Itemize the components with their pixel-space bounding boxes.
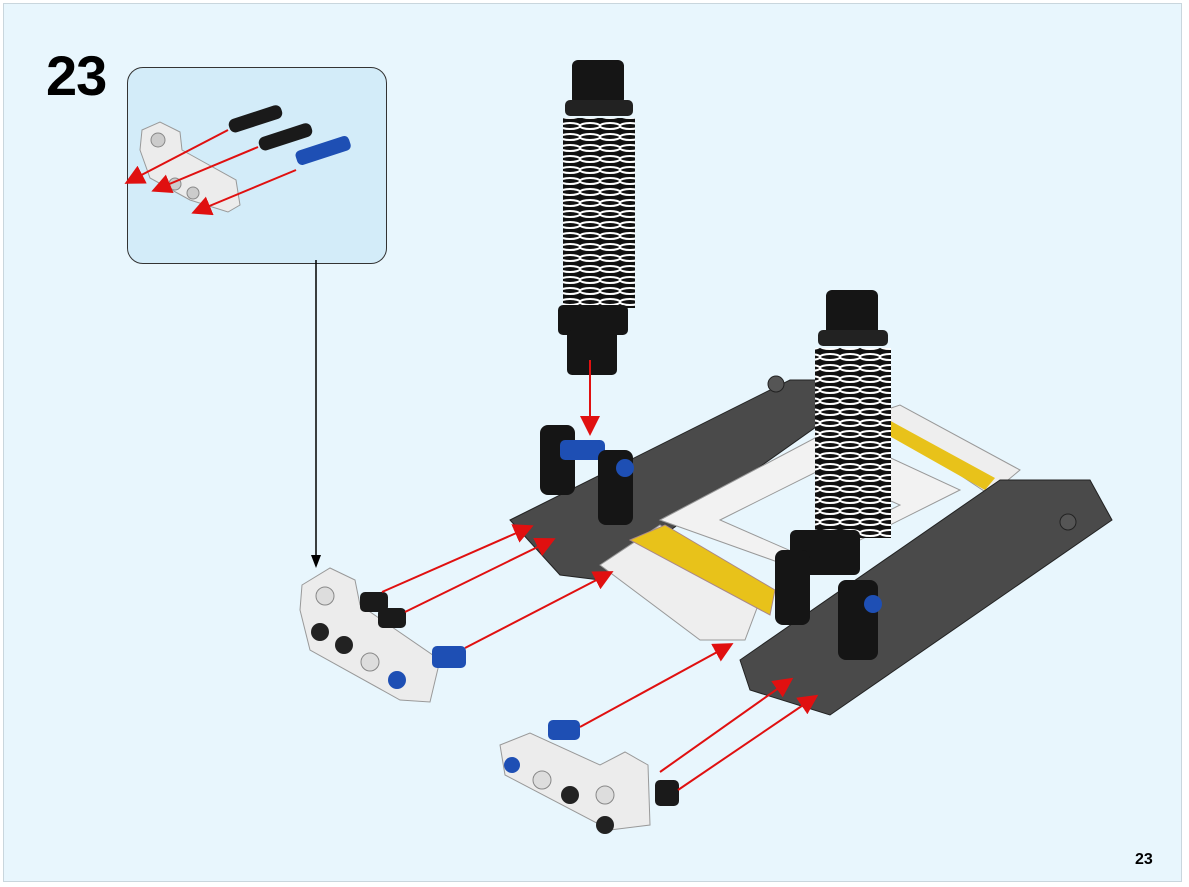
page-number: 23 [1135,851,1153,868]
bottom-beam [499,720,679,834]
callout-parts [124,105,351,216]
front-dark-frame [739,479,1113,716]
step-number: 23 [46,44,107,107]
assembly-arrows [381,524,819,791]
shock-absorber-upper [558,60,635,375]
left-beam [299,567,466,703]
shock-absorber-lower [790,290,891,575]
callout-pointer [311,260,321,568]
angle-connectors [540,425,882,660]
